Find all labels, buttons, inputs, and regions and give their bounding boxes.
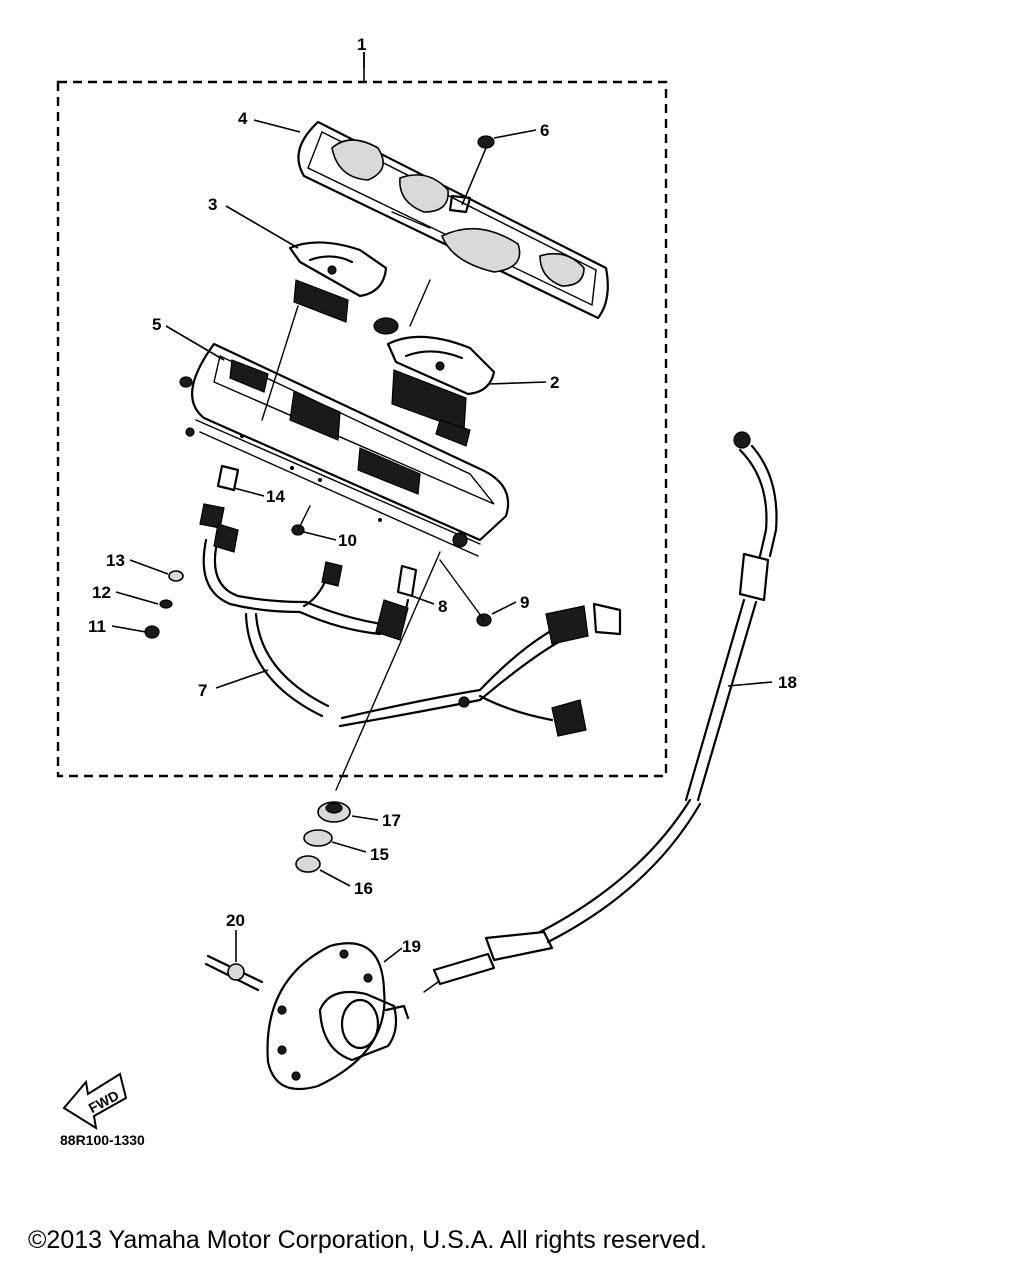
callout-9: 9 xyxy=(520,593,529,612)
nut-part-16 xyxy=(295,855,321,873)
bulb-part-8 xyxy=(335,551,441,791)
meter-cover-part-4 xyxy=(297,120,609,320)
callout-10: 10 xyxy=(338,531,357,550)
tachometer-part-3 xyxy=(261,241,388,421)
speedometer-cable-part-18 xyxy=(423,431,778,993)
speedometer-part-2 xyxy=(373,279,496,447)
washer-part-12 xyxy=(159,599,173,609)
washer-part-13 xyxy=(168,570,184,582)
meter-case-part-5 xyxy=(179,342,510,557)
grommet-part-17 xyxy=(317,801,351,823)
callout-2: 2 xyxy=(550,373,559,392)
drawing-code: 88R100-1330 xyxy=(60,1132,145,1148)
callout-17: 17 xyxy=(382,811,401,830)
callout-13: 13 xyxy=(106,551,125,570)
pin-part-20 xyxy=(204,954,264,992)
callout-14: 14 xyxy=(266,487,285,506)
callout-12: 12 xyxy=(92,583,111,602)
callout-16: 16 xyxy=(354,879,373,898)
bulb-socket-part-14 xyxy=(199,464,240,553)
callout-20: 20 xyxy=(226,911,245,930)
callout-1: 1 xyxy=(357,35,366,54)
callout-11: 11 xyxy=(88,617,106,636)
copyright-notice: ©2013 Yamaha Motor Corporation, U.S.A. A… xyxy=(28,1226,707,1254)
callout-7: 7 xyxy=(198,681,207,700)
callout-6: 6 xyxy=(540,121,549,140)
wire-harness-part-7 xyxy=(202,538,622,737)
screw-part-10 xyxy=(291,505,311,536)
nut-part-11 xyxy=(144,625,160,639)
front-arrow-icon: FWD xyxy=(62,1072,128,1131)
callout-19: 19 xyxy=(402,937,421,956)
callout-18: 18 xyxy=(778,673,797,692)
callout-4: 4 xyxy=(238,109,248,128)
screw-part-6 xyxy=(461,135,495,206)
washer-part-15 xyxy=(303,829,333,847)
callout-3: 3 xyxy=(208,195,217,214)
assembly-boundary xyxy=(56,80,668,778)
callout-5: 5 xyxy=(152,315,161,334)
drive-gear-part-19 xyxy=(266,942,410,1091)
callout-8: 8 xyxy=(438,597,447,616)
callout-15: 15 xyxy=(370,845,389,864)
